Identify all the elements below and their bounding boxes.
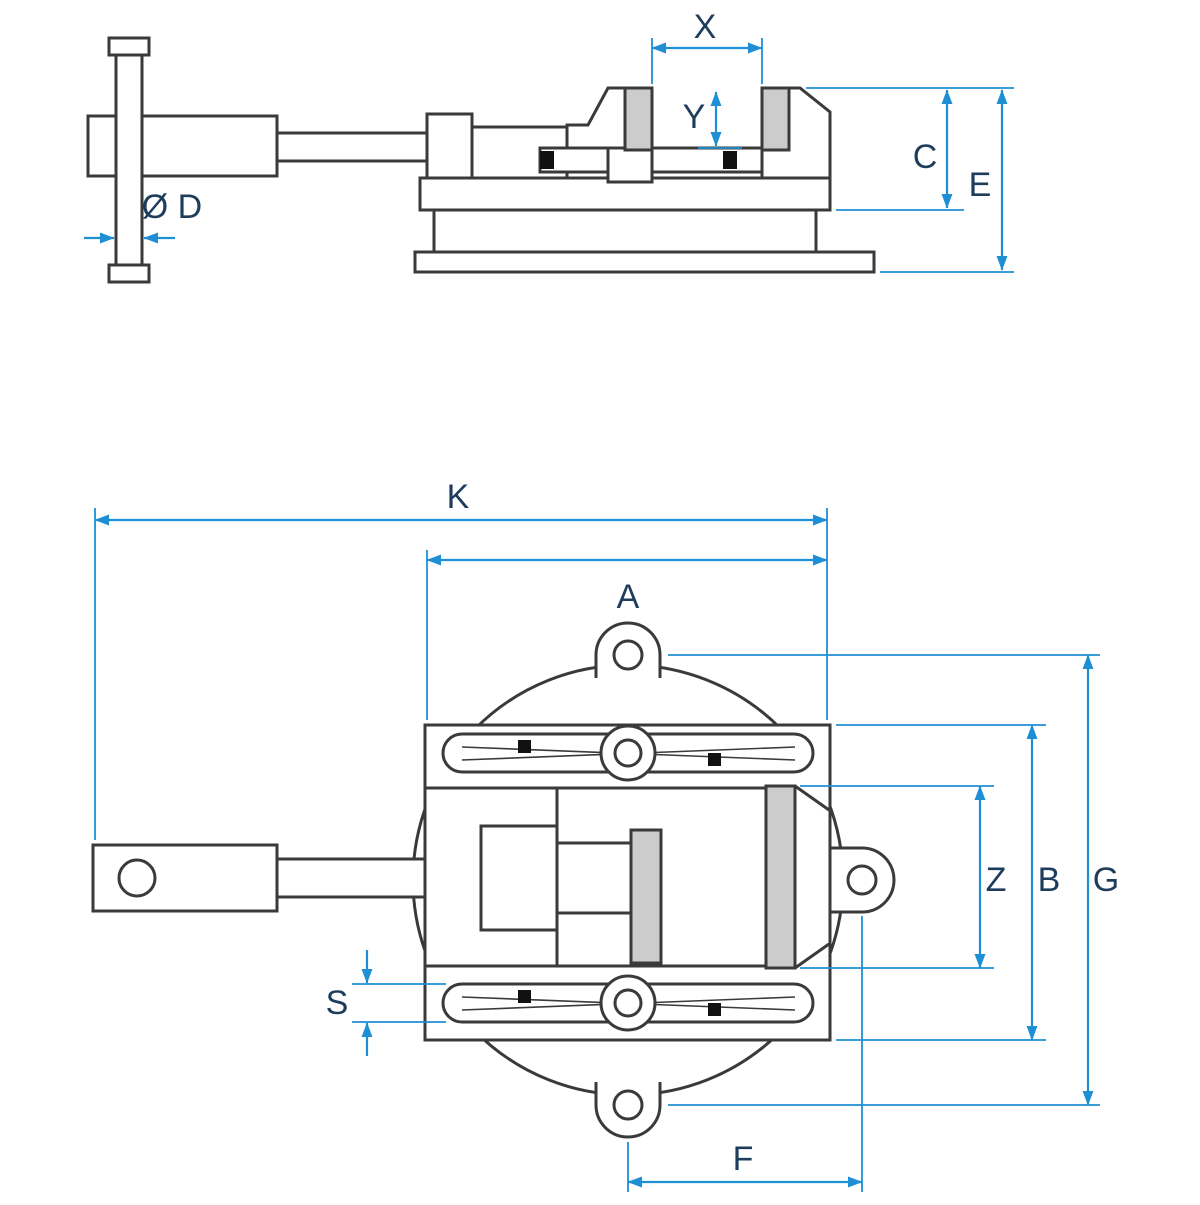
side-view-dimensions: X Y C E Ø D [84,8,1014,273]
screw-boss-top [555,841,633,915]
side-view [86,36,876,284]
dim-label-diameter-d: Ø D [142,188,202,226]
movable-jaw-plate-side [623,86,654,152]
crank-cap-bottom [107,263,151,284]
fixed-jaw-chamfer-top [794,784,830,812]
right-lug-hole [846,864,878,896]
base-plate-side [413,250,876,274]
dim-label-f: F [733,1140,754,1178]
top-mounting-lug [594,621,662,678]
clamp-nut [708,753,721,766]
dim-label-b: B [1038,861,1061,899]
swivel-bolt-top-hole [613,738,643,768]
dim-label-e: E [969,166,992,204]
dim-label-g: G [1093,861,1119,899]
dim-label-c: C [913,138,938,176]
crank-cap-top [107,36,151,57]
clamp-nut [518,740,531,753]
dim-label-z: Z [986,861,1007,899]
bottom-mounting-lug [594,1082,662,1139]
gib-clamp-left [540,151,554,169]
dim-label-k: K [447,478,470,516]
gib-clamp-right [723,151,737,169]
dim-label-a: A [617,578,640,616]
dim-label-y: Y [683,98,706,136]
fixed-jaw-plate-top [764,784,797,970]
swivel-bolt-bottom [599,974,657,1032]
clamp-nut [708,1003,721,1016]
movable-jaw-top [423,786,559,968]
swivel-base-side [432,208,818,254]
jaw-nut-bracket [606,146,654,184]
fixed-jaw-plate-side [760,86,791,152]
movable-jaw-plate-top [629,828,663,965]
bearing-block-side [425,112,474,180]
handle-hole [117,858,157,898]
fixed-jaw-chamfer-bottom [794,942,830,970]
right-mounting-lug [830,846,896,914]
clamp-nut [518,990,531,1003]
top-view [91,621,896,1139]
dim-label-s: S [326,984,349,1022]
screw-rod-side [275,131,429,163]
swivel-bolt-bottom-hole [613,988,643,1018]
screw-rod-top [275,857,429,899]
dim-label-x: X [694,8,717,46]
top-view-dimensions: K A G B Z S F [94,478,1119,1192]
top-lug-hole [612,639,644,671]
crank-bar [114,52,144,268]
bottom-lug-hole [612,1089,644,1121]
swivel-bolt-top [599,724,657,782]
